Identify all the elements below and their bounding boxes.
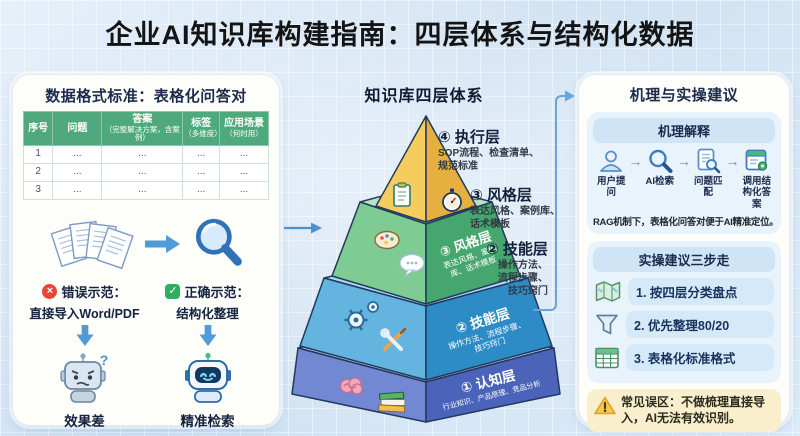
documents-stack-icon [50, 220, 134, 269]
map-icon [595, 280, 621, 302]
table-cell: ... [182, 144, 220, 164]
step-item: 1. 按四层分类盘点 [594, 278, 774, 306]
magnifier-icon [195, 218, 242, 266]
right-example-desc: 结构化整理 [176, 306, 239, 321]
right-example-title: 正确示范： [184, 284, 250, 300]
annotation-skill-layer: ② 技能层 操作方法、 流程步骤、 技巧窍门 [486, 241, 548, 298]
data-format-panel: 数据格式标准：表格化问答对 序号 问题 答案（完整解决方案，含案例） 标签（多维… [12, 74, 280, 429]
step-label: 3. 表格化标准格式 [626, 344, 774, 372]
table-cell: ... [218, 162, 270, 182]
wrong-example-desc: 直接导入Word/PDF [29, 306, 140, 321]
structured-answer-icon [745, 149, 767, 171]
right-example-block: ✓正确示范： 结构化整理 [146, 282, 269, 322]
qa-table: 序号 问题 答案（完整解决方案，含案例） 标签（多维度） 应用场景（何时用） 1… [22, 111, 270, 200]
wrong-example-title: 错误示范： [61, 284, 127, 300]
table-row: 3 ... ... ... ... [22, 180, 270, 200]
page-title: 企业AI知识库构建指南：四层体系与结构化数据 [105, 20, 695, 50]
wrong-example-block: ×错误示范： 直接导入Word/PDF [23, 282, 146, 322]
warning-icon [594, 396, 616, 415]
table-cell: ... [101, 162, 184, 182]
table-cell: 2 [22, 162, 54, 182]
question-mark: ? [99, 352, 108, 368]
step-item: 3. 表格化标准格式 [594, 344, 774, 372]
table-cell: ... [101, 144, 184, 164]
table-cell: ... [218, 180, 270, 200]
annotation-execution-layer: ④ 执行层 SOP流程、检查清单、 规范标准 [438, 129, 540, 173]
books-icon [378, 391, 406, 413]
flow-arrow-icon: → [725, 153, 740, 169]
steps-section: 实操建议三步走 1. 按四层分类盘点 2. 优先整理80/20 3. 表格化标准… [587, 241, 781, 384]
table-cell: 1 [22, 144, 54, 164]
error-icon: × [42, 283, 58, 299]
step-item: 2. 优先整理80/20 [594, 311, 774, 339]
mechanism-header: 机理解释 [593, 118, 775, 143]
table-cell: ... [101, 180, 184, 200]
table-header-cell: 答案（完整解决方案，含案例） [101, 111, 184, 146]
pyramid-title: 知识库四层体系 [364, 88, 484, 105]
warning-text: 常见误区：不做梳理直接导入，AI无法有效识别。 [621, 395, 766, 425]
funnel-icon [596, 314, 618, 335]
steps-header: 实操建议三步走 [593, 247, 775, 273]
pyramid-section: 知识库四层体系 [288, 74, 580, 426]
advice-panel: 机理与实操建议 机理解释 用户提问 → AI检索 → [578, 74, 790, 433]
right-result-label: 精准检索 [180, 413, 235, 429]
palette-icon [374, 230, 400, 250]
user-icon [600, 150, 623, 172]
flow-step-answer: 调用结构化答案 [740, 148, 775, 210]
table-row: 2 ... ... ... ... [22, 162, 270, 182]
step-label: 1. 按四层分类盘点 [628, 278, 774, 306]
table-cell: ... [182, 162, 220, 182]
left-panel-header: 数据格式标准：表格化问答对 [45, 88, 247, 105]
right-panel-header: 机理与实操建议 [629, 87, 739, 104]
step-label: 2. 优先整理80/20 [626, 311, 774, 339]
wrong-result-label: 效果差 [64, 413, 105, 429]
table-header-cell: 应用场景（何时用） [218, 111, 270, 146]
table-icon [595, 347, 619, 368]
flow-step-match: 问题匹配 [691, 148, 726, 199]
arrow-down-icon [198, 324, 217, 346]
table-cell: ... [52, 144, 103, 164]
happy-robot-icon [184, 352, 231, 403]
table-header-cell: 序号 [22, 111, 54, 146]
gears-icon [344, 301, 379, 331]
table-cell: ... [52, 180, 103, 200]
table-cell: ... [218, 144, 270, 164]
tools-icon [380, 327, 407, 351]
check-icon: ✓ [165, 283, 181, 299]
flow-arrow-icon: → [677, 153, 691, 169]
document-search-icon [697, 148, 721, 174]
clipboard-icon [393, 182, 411, 207]
table-cell: ... [182, 180, 220, 200]
brain-icon [339, 377, 363, 395]
annotation-style-layer: ③ 风格层 表达风格、案例库、 话术模板 [470, 187, 560, 231]
flow-step-user: 用户提问 [594, 148, 629, 199]
warning-box: 常见误区：不做梳理直接导入，AI无法有效识别。 [587, 389, 781, 433]
stopwatch-icon [442, 188, 462, 212]
table-row: 1 ... ... ... ... [22, 144, 270, 164]
mechanism-section: 机理解释 用户提问 → AI检索 → [587, 112, 781, 235]
flow-arrow-icon: → [628, 153, 643, 169]
table-cell: ... [52, 162, 103, 182]
arrow-down-icon [75, 324, 94, 346]
speech-bubble-icon [399, 253, 425, 278]
flow-step-search: AI检索 [643, 148, 678, 187]
table-header-cell: 标签（多维度） [182, 111, 222, 146]
pyramid-diagram: ③ 风格层 表达风格、案例 库、话术模板 ② 技能层 操作方法、流程步骤、 技巧… [291, 115, 561, 423]
sad-robot-icon: ? [59, 352, 108, 403]
mechanism-note: RAG机制下，表格化问答对便于AI精准定位。 [593, 217, 779, 229]
table-header-cell: 问题 [52, 111, 103, 146]
search-icon [649, 149, 673, 173]
arrow-right-icon [145, 234, 180, 253]
table-cell: 3 [22, 180, 54, 200]
